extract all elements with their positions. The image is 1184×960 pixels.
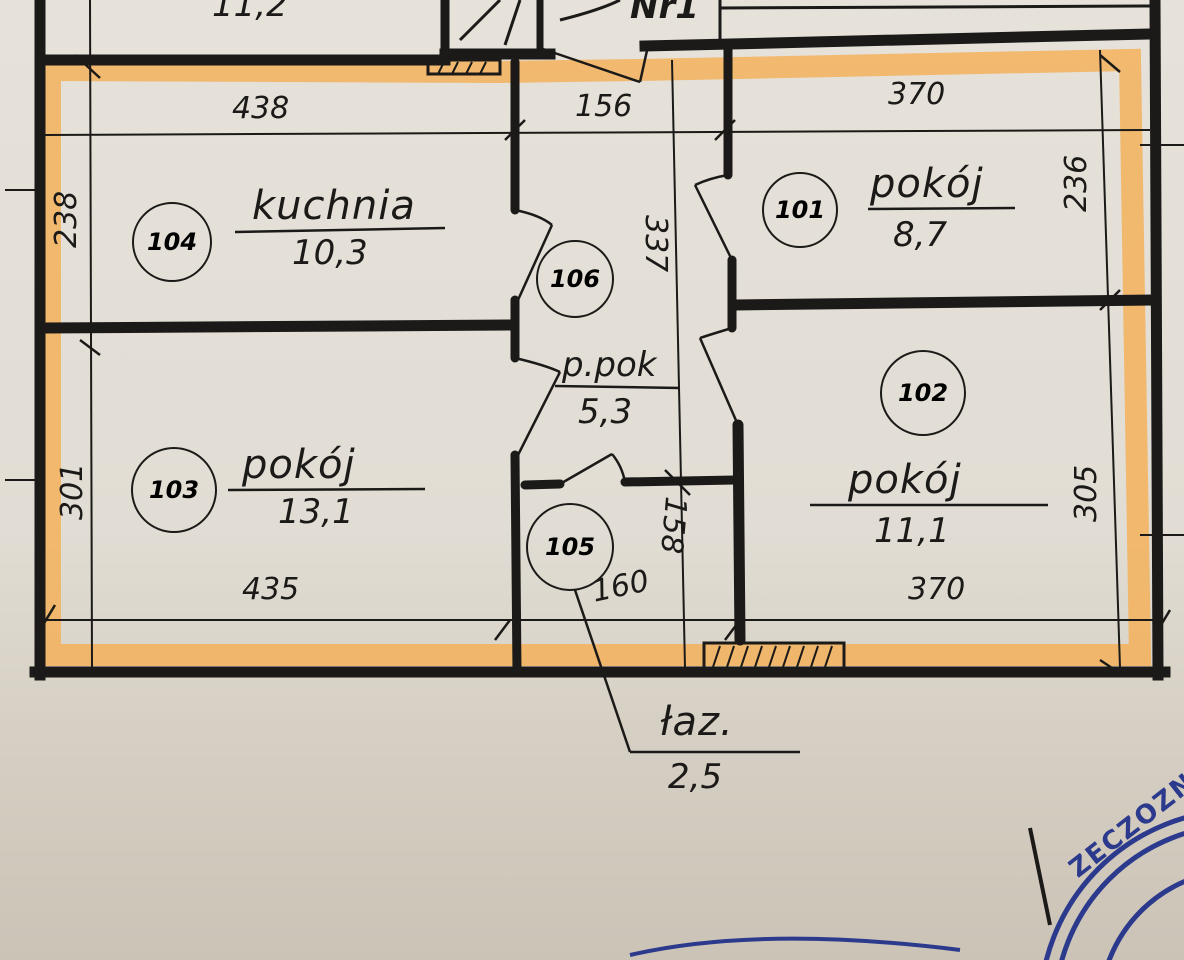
dim-room103-width: 435 [242,572,300,607]
staircase [440,0,1151,58]
staircase-label: Nr1 [630,0,699,27]
dimension-ticks [38,54,1172,672]
room-101-name: pokój [870,161,984,207]
label-underlines [227,206,1048,507]
approval-stamp [629,815,1184,960]
dim-bath-height: 158 [653,495,693,556]
dim-room103-height: 301 [55,462,90,520]
room-105-number: 105 [544,533,596,561]
dim-hall-width: 156 [575,89,633,124]
door-swings [514,45,800,754]
room-105-area: 2,5 [668,757,723,797]
dimension-lines [5,0,1184,669]
room-102-badge: 102 [880,350,966,436]
dim-room101-height: 236 [1059,154,1094,212]
room-101-badge: 101 [762,172,838,248]
dim-hall-height: 337 [638,215,673,273]
room-106-number: 106 [549,265,601,293]
room-102-name: pokój [848,457,962,503]
room-105-name: łaz. [660,699,734,745]
room-104-number: 104 [146,228,198,256]
upper-room-area: 11,2 [212,0,288,25]
room-101-number: 101 [774,196,826,224]
dim-kitchen-height: 238 [49,190,84,248]
room-103-area: 13,1 [278,492,354,532]
room-106-name: p.pok [562,345,657,385]
room-102-number: 102 [897,379,949,407]
room-104-badge: 104 [132,202,212,282]
dim-room101-width: 370 [888,77,946,112]
room-103-name: pokój [242,442,356,488]
room-106-badge: 106 [536,240,614,318]
room-103-number: 103 [148,476,200,504]
room-102-area: 11,1 [874,511,950,551]
dim-room102-height: 305 [1069,464,1104,522]
room-106-area: 5,3 [578,392,633,432]
room-103-badge: 103 [131,447,217,533]
room-104-area: 10,3 [292,233,368,273]
room-101-area: 8,7 [893,215,948,255]
ventilation-hatch-top [426,58,502,76]
interior-walls [39,40,1161,677]
dim-room102-width: 370 [908,572,966,607]
dim-kitchen-width: 438 [232,91,290,126]
room-104-name: kuchnia [252,183,416,229]
room-105-badge: 105 [526,503,614,591]
ventilation-hatch-bottom [702,641,846,673]
